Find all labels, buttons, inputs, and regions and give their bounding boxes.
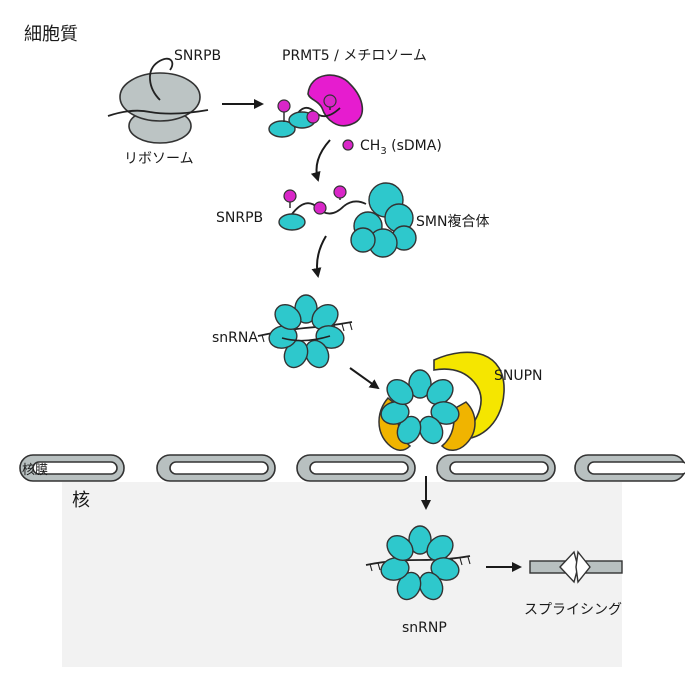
label-snrna: snRNA [212, 330, 258, 346]
sm-ring-snrna [257, 294, 353, 369]
label-ch3: CH3 (sDMA) [360, 138, 442, 157]
label-cytoplasm: 細胞質 [24, 24, 78, 45]
prmt5-methylosome-icon [268, 74, 364, 138]
label-nuclear-envelope: 核膜 [22, 463, 48, 478]
sm-ring-import [380, 369, 460, 445]
label-splicing: スプライシング [524, 602, 622, 618]
snrnp-icon [365, 525, 471, 601]
methylated-snrpb-icon [278, 185, 367, 231]
label-snupn: SNUPN [494, 368, 543, 384]
arrow-methylation [310, 139, 331, 182]
arrow-to-import [349, 367, 380, 390]
label-snrpb-mid: SNRPB [216, 210, 263, 226]
label-smn: SMN複合体 [416, 213, 489, 230]
nucleus-region [62, 482, 622, 667]
label-ribosome: リボソーム [124, 151, 194, 167]
nuclear-envelope [19, 454, 685, 482]
label-nucleus: 核 [72, 490, 90, 511]
smn-complex-icon [350, 182, 417, 258]
ribosome-icon [107, 57, 209, 144]
arrow-assembly [311, 235, 327, 278]
methyl-group-icon [342, 139, 354, 151]
label-prmt5: PRMT5 / メチロソーム [282, 48, 427, 64]
pathway-arrows [222, 99, 522, 572]
label-snrpb-top: SNRPB [174, 48, 221, 64]
splicing-premrna-icon [529, 550, 623, 584]
label-snrnp: snRNP [402, 620, 447, 636]
